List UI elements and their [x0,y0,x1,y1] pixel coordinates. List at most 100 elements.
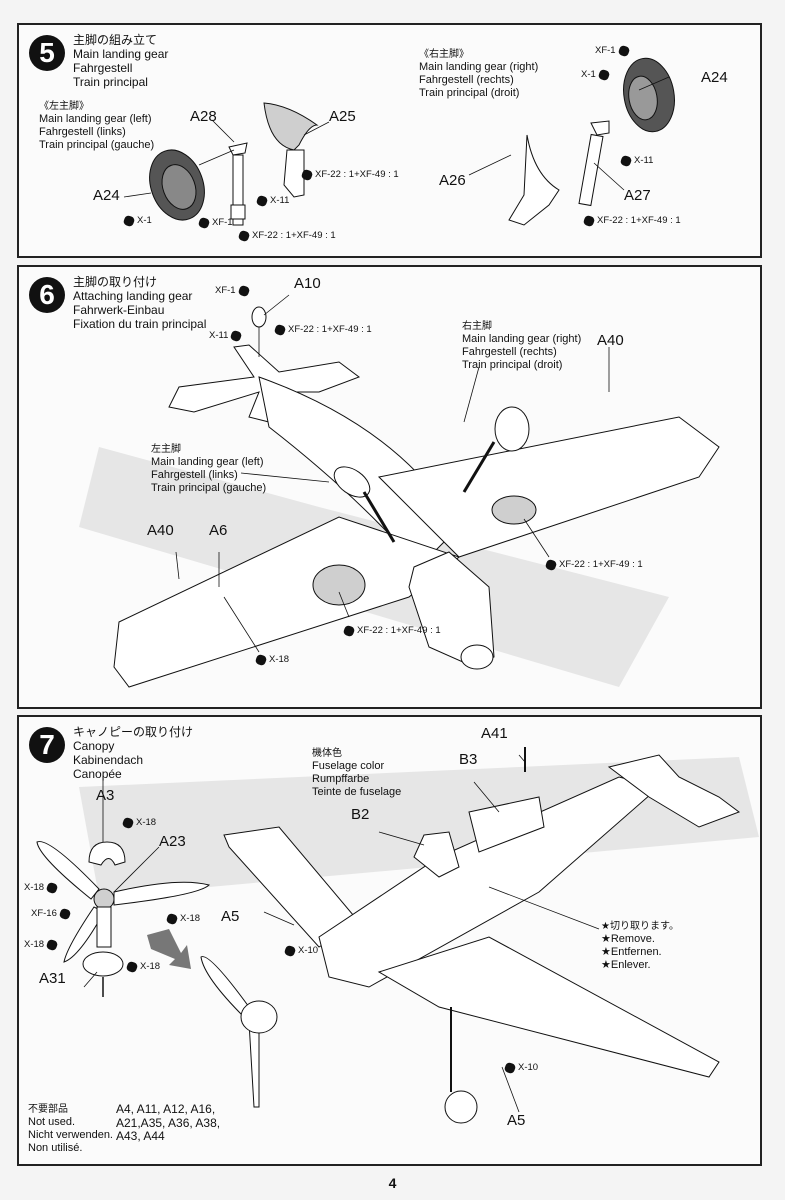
title-en: Attaching landing gear [73,289,193,303]
part-label: A5 [221,908,240,925]
left-wing [113,516,461,688]
step-number-badge: 7 [29,727,65,763]
label-en: Main landing gear (left) [39,113,152,125]
right-wing [377,416,720,558]
direction-arrow-icon [147,929,191,969]
label-fr: Non utilisé. [28,1142,83,1154]
paint-drop-icon [165,912,179,925]
title-jp: 主脚の組み立て [73,33,158,47]
cover-a26 [508,134,560,226]
label-en: Main landing gear (right) [462,333,582,345]
propeller-hub-opening [460,644,494,670]
not-used-parts-list: A4, A11, A12, A16, A21,A35, A36, A38, A4… [116,1102,220,1144]
wheel-well-right [491,495,537,525]
title-fr: Train principal [73,75,148,89]
label-en: Not used. [28,1116,76,1128]
title-fr: Fixation du train principal [73,317,207,331]
paint-drop-icon [617,44,631,57]
paint-callout: X-18 [254,653,289,666]
step-number-badge: 5 [29,35,65,71]
label-fr: Teinte de fuselage [312,786,402,798]
remove-note: ★切り取ります。 ★Remove. ★Entfernen. ★Enlever. [601,920,679,972]
paint-drop-icon [544,558,558,571]
paint-callout: XF-1 [595,44,632,57]
paint-callout: XF-22 : 1+XF-49 : 1 [237,229,336,242]
label-en: Main landing gear (left) [151,456,264,468]
paint-drop-icon [255,194,269,207]
label-fr: Train principal (gauche) [39,139,155,151]
part-label: A3 [96,787,115,804]
label-de: Fahrgestell (links) [151,469,238,481]
paint-drop-icon [229,329,243,342]
paint-drop-icon [597,68,611,81]
main-wheel [444,1090,478,1124]
paint-callout: X-1 [581,68,612,81]
label-de: Rumpffarbe [312,773,370,785]
label-de: ★Entfernen. [601,946,662,958]
cover-a25 [263,102,319,198]
page-number: 4 [388,1175,397,1191]
part-label: A24 [701,69,728,86]
part-label: A5 [507,1112,526,1129]
paint-callout: X-18 [24,938,60,951]
title-jp: キャノピーの取り付け [73,725,194,739]
label-jp: 機体色 [312,748,342,759]
left-gear-wheel [333,466,371,498]
step-5-panel: 5 主脚の組み立て Main landing gear Fahrgestell … [17,23,762,258]
paint-callout: XF-22 : 1+XF-49 : 1 [342,624,441,637]
part-label: A40 [147,522,174,539]
paint-drop-icon [273,323,287,336]
fuselage-color-label: 機体色 Fuselage color Rumpffarbe Teinte de … [312,747,401,799]
part-label: A24 [93,187,120,204]
part-label: A41 [481,725,508,742]
paint-drop-icon [300,168,314,181]
step-title: 主脚の組み立て Main landing gear Fahrgestell Tr… [73,33,168,89]
paint-callout: X-18 [165,912,200,925]
title-jp: 主脚の取り付け [73,275,158,289]
paint-callout: XF-22 : 1+XF-49 : 1 [582,214,681,227]
part-label: A23 [159,833,186,850]
paint-callout: XF-16 [31,907,73,920]
paint-callout: X-11 [255,194,289,207]
spinner-a3 [88,841,126,866]
label-de: Nicht verwenden. [28,1129,113,1141]
title-en: Canopy [73,739,115,753]
paint-callout: X-18 [125,960,160,973]
propeller-a23 [36,841,210,963]
title-de: Fahrgestell [73,61,133,75]
paint-drop-icon [122,214,136,227]
windscreen-b2 [413,831,460,878]
label-en: Fuselage color [312,760,385,772]
label-jp: 不要部品 [28,1104,68,1115]
paint-callout: X-10 [503,1061,538,1074]
left-gear-label: 左主脚 Main landing gear (left) Fahrgestell… [151,443,266,495]
paint-callout: XF-22 : 1+XF-49 : 1 [544,558,643,571]
paint-drop-icon [125,960,139,973]
title-de: Fahrwerk-Einbau [73,303,165,317]
paint-callout: X-18 [121,816,156,829]
part-label: A26 [439,172,466,189]
paint-drop-icon [197,216,211,229]
part-label: A40 [597,332,624,349]
label-jp: ★切り取ります。 [601,921,679,932]
paint-callout: X-1 [122,214,152,227]
tailwheel-a10 [251,306,267,328]
label-jp: 左主脚 [151,444,181,455]
parts-line: A4, A11, A12, A16, [116,1102,216,1116]
right-gear-label: 《右主脚》 Main landing gear (right) Fahrgest… [419,48,538,100]
paint-callout: XF-1 [215,284,252,297]
step-7-panel: 7 キャノピーの取り付け Canopy Kabinendach Canopée … [17,715,762,1166]
paint-callout: XF-22 : 1+XF-49 : 1 [273,323,372,336]
label-en: ★Remove. [601,933,655,945]
label-fr: Train principal (droit) [419,87,520,99]
part-label: A28 [190,108,217,125]
paint-callout: X-10 [283,944,318,957]
part-label: A10 [294,275,321,292]
label-fr: ★Enlever. [601,959,651,971]
tail-unit [607,754,741,828]
paint-drop-icon [237,284,251,297]
label-de: Fahrgestell (rechts) [462,346,557,358]
canopy-b3 [468,796,545,853]
step-title: キャノピーの取り付け Canopy Kabinendach Canopée [73,725,193,781]
label-fr: Train principal (droit) [462,359,563,371]
